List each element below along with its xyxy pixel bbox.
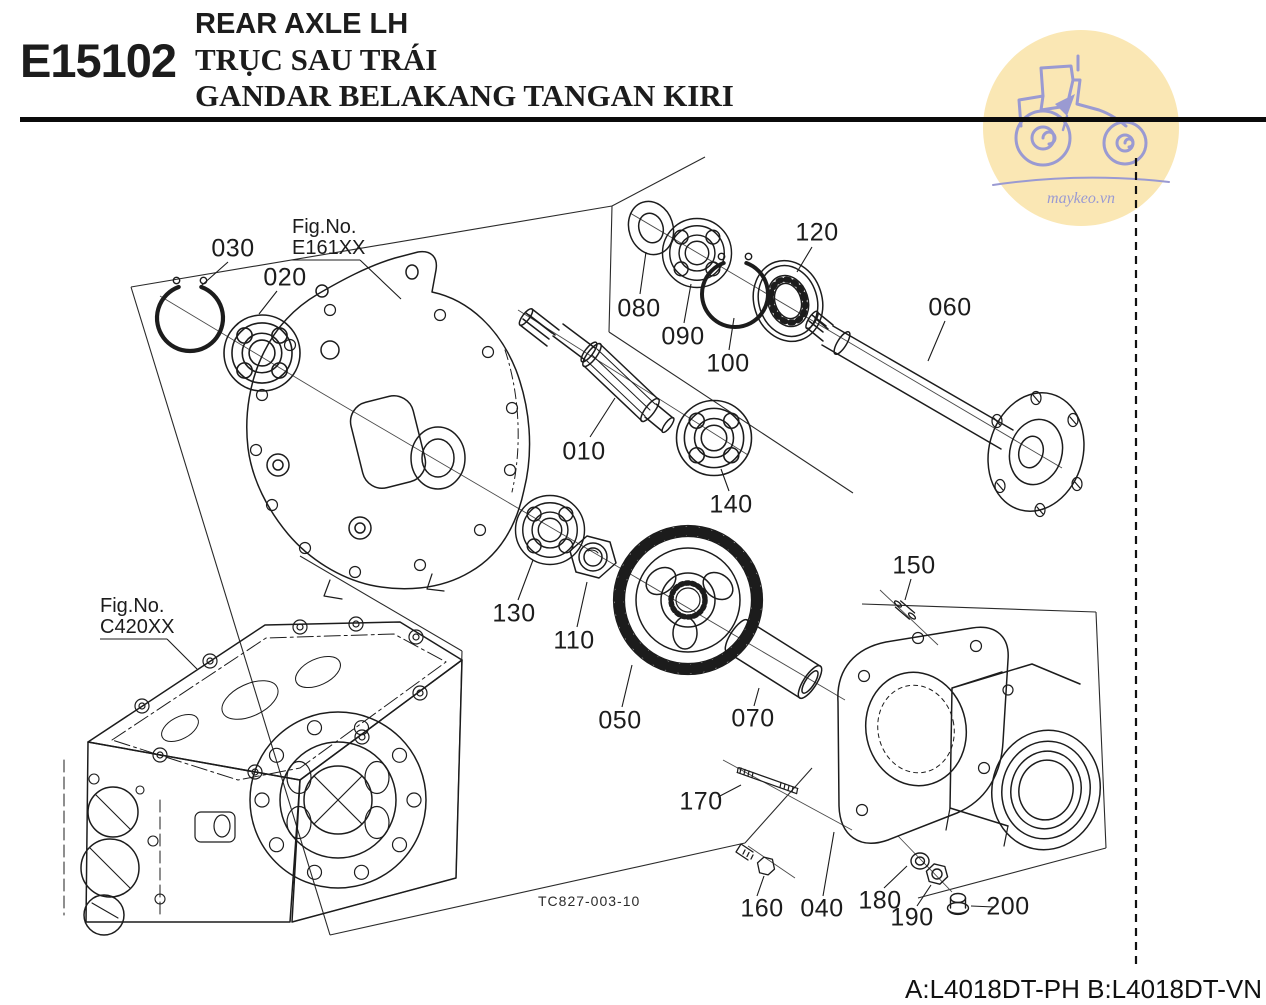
- part-170-stud: [736, 767, 799, 795]
- fig-ref-label: Fig.No.: [292, 216, 357, 238]
- part-160-bolt: [735, 843, 776, 876]
- housing-e161xx: [246, 250, 531, 600]
- page-code: E15102: [20, 34, 177, 87]
- watermark-logo: maykeo.vn: [983, 30, 1179, 226]
- case-040: [837, 626, 1102, 851]
- page-title-en: REAR AXLE LH: [195, 8, 409, 40]
- part-070-collar: [724, 618, 823, 700]
- fig-ref-e161xx: Fig.No. E161XX: [292, 217, 365, 259]
- part-020-bearing: [223, 314, 301, 392]
- part-150-pin: [893, 600, 917, 620]
- axis-lines: [159, 212, 1063, 893]
- part-080-washer: [627, 200, 675, 256]
- part-180-washer: [910, 852, 930, 870]
- leader-lines: [100, 246, 995, 908]
- fig-ref-c420xx: Fig.No. C420XX: [100, 596, 175, 638]
- part-130-bearing: [514, 494, 586, 566]
- fig-ref-code: E161XX: [292, 237, 366, 259]
- part-050-gear: [612, 524, 764, 676]
- model-codes: A:L4018DT-PH B:L4018DT-VN: [905, 974, 1262, 1004]
- header-rule: [20, 117, 1266, 122]
- plane-boundary-lines: [130, 156, 1107, 936]
- part-100-snap-ring: [700, 252, 770, 329]
- part-030-snap-ring: [154, 276, 226, 354]
- part-120-seal: [752, 259, 824, 343]
- fig-ref-code: C420XX: [100, 616, 175, 638]
- part-060-axle-shaft: [805, 310, 1085, 518]
- fig-ref-label: Fig.No.: [100, 595, 165, 617]
- part-010-pinion-shaft: [518, 307, 675, 434]
- drawing-number: TC827-003-10: [538, 893, 641, 909]
- page-title-vi: TRỤC SAU TRÁI: [195, 42, 438, 77]
- watermark-site-label: maykeo.vn: [1047, 190, 1115, 207]
- part-190-nut: [925, 863, 949, 885]
- case-c420xx: [63, 616, 463, 936]
- part-140-bearing: [675, 399, 753, 477]
- part-200-plug: [946, 892, 970, 916]
- page-title-id: GANDAR BELAKANG TANGAN KIRI: [195, 78, 734, 113]
- part-110-nut: [569, 535, 617, 579]
- tractor-logo-icon: [983, 30, 1179, 226]
